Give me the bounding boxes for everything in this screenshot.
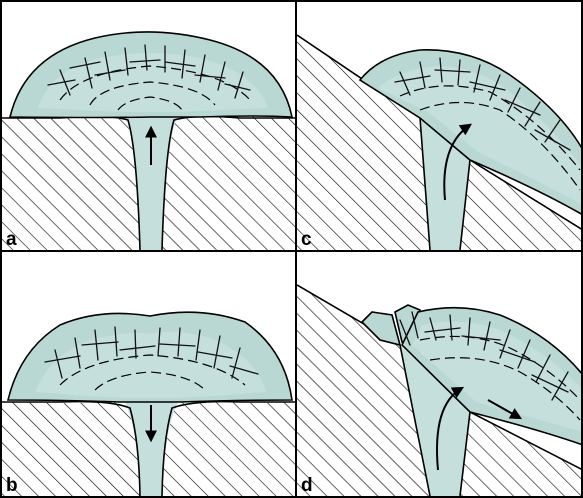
panel-label-b: b (6, 475, 18, 496)
ground-a (2, 112, 140, 250)
panel-b: b (2, 312, 295, 496)
panel-a: a (2, 32, 295, 250)
panel-d: d (297, 285, 583, 496)
panel-c: c (297, 35, 583, 250)
panel-label-a: a (6, 229, 17, 250)
panel-label-c: c (301, 229, 312, 250)
panel-label-d: d (301, 475, 313, 496)
ground-b (2, 400, 140, 496)
